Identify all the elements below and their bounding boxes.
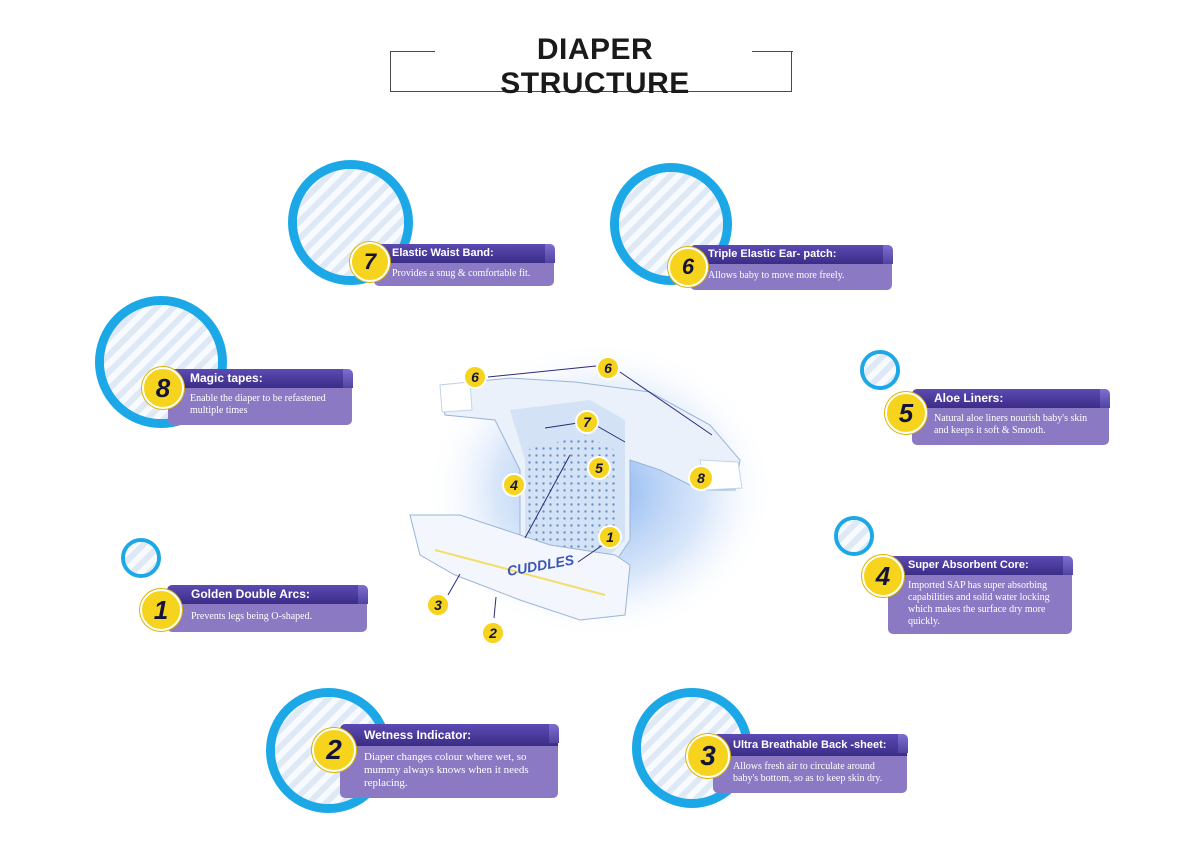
svg-text:7: 7: [583, 414, 592, 430]
svg-text:5: 5: [595, 460, 603, 476]
waist-band-detail-image: [288, 160, 413, 285]
callout-text: Allows baby to move more freely.: [690, 264, 892, 290]
badge-1: 1: [140, 589, 182, 631]
callout-text: Natural aloe liners nourish baby's skin …: [912, 408, 1109, 445]
title-rule-right: [752, 51, 793, 52]
diagram-label-4: 4: [502, 473, 526, 497]
svg-text:6: 6: [471, 369, 479, 385]
svg-text:8: 8: [697, 470, 705, 486]
callout-ultra-breathable-back-sheet: Ultra Breathable Back -sheet: Allows fre…: [713, 734, 908, 793]
absorbent-core-detail-image: [834, 516, 874, 556]
callout-text: Prevents legs being O-shaped.: [167, 604, 367, 632]
badge-5: 5: [885, 392, 927, 434]
svg-text:4: 4: [509, 477, 518, 493]
badge-4: 4: [862, 555, 904, 597]
svg-text:6: 6: [604, 360, 612, 376]
callout-heading: Ultra Breathable Back -sheet:: [713, 734, 908, 756]
diagram-label-7: 7: [575, 410, 599, 434]
title-frame: [390, 51, 792, 92]
diagram-label-2: 2: [481, 621, 505, 645]
badge-3: 3: [686, 734, 730, 778]
diagram-label-8: 8: [688, 465, 714, 491]
badge-2: 2: [312, 728, 356, 772]
callout-elastic-waist-band: Elastic Waist Band: Provides a snug & co…: [374, 244, 555, 286]
callout-text: Imported SAP has super absorbing capabil…: [888, 575, 1072, 634]
callout-heading: Wetness Indicator:: [340, 724, 559, 746]
callout-heading: Magic tapes:: [168, 369, 353, 388]
svg-text:3: 3: [434, 597, 442, 613]
callout-text: Diaper changes colour where wet, so mumm…: [340, 746, 558, 798]
callout-text: Allows fresh air to circulate around bab…: [713, 756, 907, 793]
diaper-diagram: 6 6 7 4 5 8 1 3 2 CUDDLES: [409, 340, 775, 645]
callout-magic-tapes: Magic tapes: Enable the diaper to be ref…: [168, 369, 353, 425]
diagram-label-3: 3: [426, 593, 450, 617]
title-rule-left: [390, 51, 435, 52]
diaper-side-tape: [439, 381, 473, 413]
callout-aloe-liners: Aloe Liners: Natural aloe liners nourish…: [912, 389, 1110, 445]
callout-triple-elastic-ear-patch: Triple Elastic Ear- patch: Allows baby t…: [690, 245, 893, 290]
golden-arc-line: [434, 549, 606, 596]
callout-golden-double-arcs: Golden Double Arcs: Prevents legs being …: [167, 585, 368, 632]
golden-arcs-detail-image: [121, 538, 161, 578]
diagram-label-6a: 6: [463, 365, 487, 389]
diagram-label-5: 5: [587, 456, 611, 480]
callout-text: Provides a snug & comfortable fit.: [374, 263, 554, 286]
callout-heading: Super Absorbent Core:: [888, 556, 1073, 575]
callout-wetness-indicator: Wetness Indicator: Diaper changes colour…: [340, 724, 559, 798]
badge-8: 8: [142, 367, 184, 409]
badge-6: 6: [668, 247, 708, 287]
callout-heading: Golden Double Arcs:: [167, 585, 368, 604]
callout-heading: Elastic Waist Band:: [374, 244, 555, 263]
callout-text: Enable the diaper to be refastened multi…: [168, 388, 352, 425]
callout-heading: Aloe Liners:: [912, 389, 1110, 408]
page-title: DIAPER STRUCTURE: [500, 33, 690, 100]
diagram-label-6b: 6: [596, 356, 620, 380]
svg-text:2: 2: [488, 625, 497, 641]
svg-text:1: 1: [606, 529, 614, 545]
diagram-label-1: 1: [598, 525, 622, 549]
aloe-liner-detail-image: [860, 350, 900, 390]
callout-super-absorbent-core: Super Absorbent Core: Imported SAP has s…: [888, 556, 1073, 634]
badge-7: 7: [350, 242, 390, 282]
callout-heading: Triple Elastic Ear- patch:: [690, 245, 893, 264]
diaper-front-panel: [409, 514, 631, 621]
